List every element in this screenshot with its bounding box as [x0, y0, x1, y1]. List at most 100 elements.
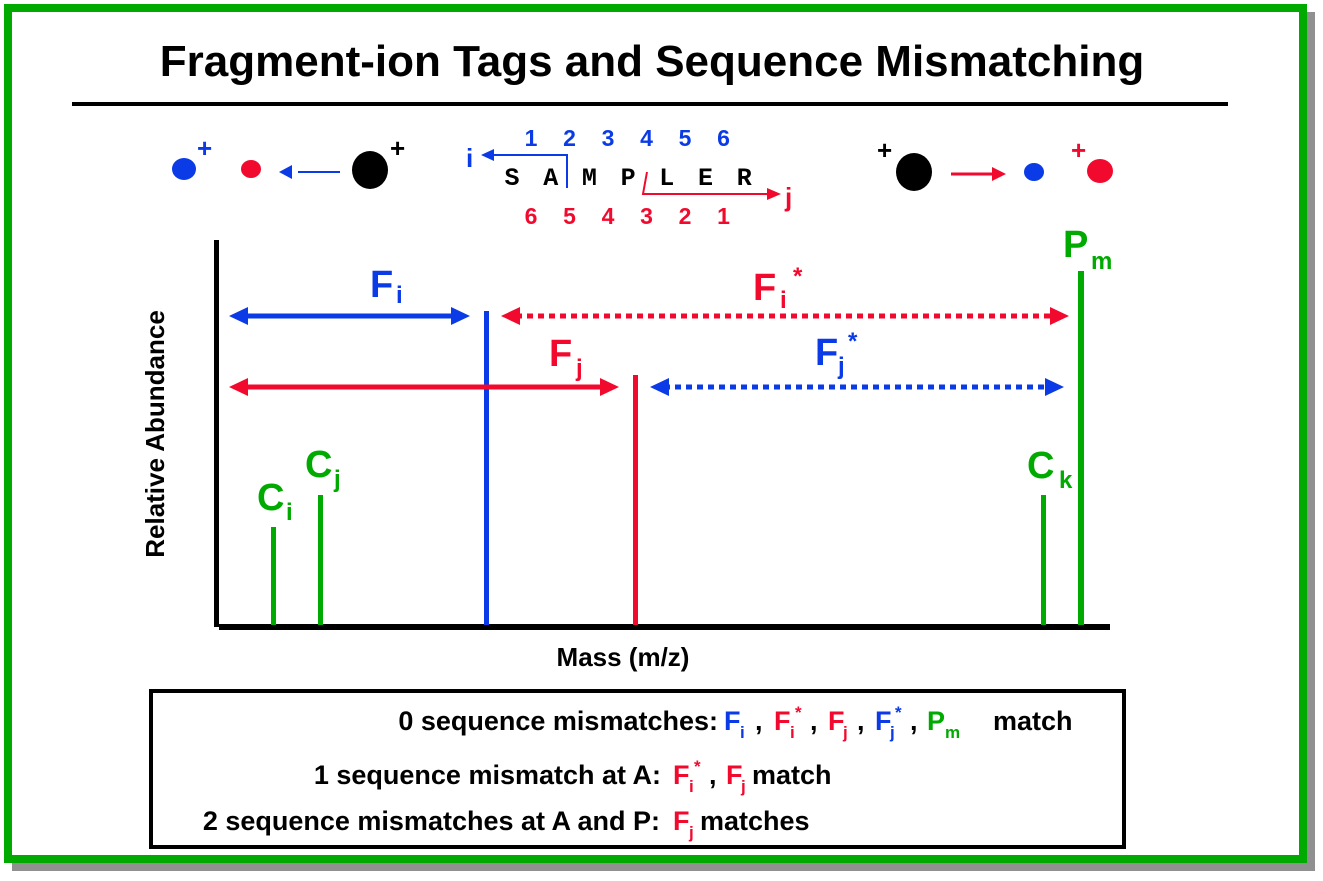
j-cleavage-number: 2 — [679, 203, 692, 229]
i-cleavage-number: 2 — [563, 125, 576, 151]
label-ck-sub: k — [1059, 467, 1073, 494]
y-axis-label: Relative Abundance — [140, 310, 170, 558]
label-cj-sub: j — [333, 466, 341, 493]
legend-fi-sub: i — [740, 723, 745, 742]
i-cleavage-bracket — [490, 154, 568, 188]
peak-pm — [1078, 271, 1084, 625]
legend-row-2-suffix: matches — [700, 806, 810, 836]
legend-fistar-sub: i — [689, 777, 694, 796]
page-title: Fragment-ion Tags and Sequence Mismatchi… — [160, 37, 1144, 86]
red-charged-fragment-icon — [1087, 159, 1113, 183]
left-precursor-icon — [352, 151, 388, 189]
red-charge-sign: + — [1071, 135, 1086, 165]
legend-row-0-prefix: 0 sequence mismatches: — [398, 706, 718, 736]
range-fj-star-sub: j — [837, 353, 845, 380]
j-cleavage-number: 5 — [563, 203, 576, 229]
legend-fj-main: F — [726, 760, 743, 790]
range-fj-right-head-icon — [600, 378, 619, 396]
label-pm-main: P — [1063, 224, 1088, 266]
legend-fj-sub: j — [842, 723, 848, 742]
x-axis — [219, 624, 1110, 630]
legend-comma: , — [755, 706, 763, 736]
legend-fj-sub: j — [740, 777, 746, 796]
legend-comma: , — [709, 760, 717, 790]
legend-fistar-asterisk: * — [795, 703, 802, 722]
legend-fistar-sub: i — [790, 723, 795, 742]
i-cleavage-number: 6 — [717, 125, 730, 151]
range-fj-left-head-icon — [229, 378, 248, 396]
left-fragmentation: + + — [172, 133, 405, 189]
range-fi-star-left-head-icon — [501, 307, 520, 325]
legend-row-2: 2 sequence mismatches at A and P: F j ma… — [203, 806, 810, 842]
label-ck: C k — [1027, 445, 1073, 494]
i-arrow-head-icon — [481, 149, 494, 161]
frame-shadow-right — [1307, 12, 1315, 871]
range-fi-sub: i — [396, 282, 403, 309]
peak-fj — [633, 375, 638, 625]
legend-fi-main: F — [724, 706, 741, 736]
range-fj: F j — [229, 333, 619, 396]
legend-row-0: 0 sequence mismatches: F i , F i * , F j… — [398, 703, 1072, 742]
legend-fjstar-main: F — [875, 706, 892, 736]
j-cleavage-number: 3 — [640, 203, 653, 229]
label-ck-main: C — [1027, 445, 1054, 487]
legend-fj-sub: j — [688, 823, 694, 842]
range-fj-sub: j — [575, 355, 583, 382]
sequence-letter: M — [582, 164, 597, 193]
i-label: i — [466, 143, 473, 173]
legend-fistar-main: F — [774, 706, 791, 736]
sequence-letter: E — [698, 164, 713, 193]
blue-neutral-fragment-icon — [1024, 163, 1044, 181]
range-fj-star-asterisk: * — [848, 328, 858, 355]
peak-cj — [318, 495, 323, 625]
right-arrow-head-icon — [992, 167, 1006, 181]
j-cleavage-number: 1 — [717, 203, 730, 229]
i-cleavage-number: 1 — [525, 125, 538, 151]
legend-comma: , — [810, 706, 818, 736]
j-arrow-head-icon — [767, 188, 781, 200]
legend-fj-main: F — [673, 806, 690, 836]
legend-fjstar-sub: j — [889, 723, 895, 742]
range-fi-star-sub: i — [780, 287, 787, 314]
frame-shadow-bottom — [12, 863, 1315, 871]
legend-comma: , — [857, 706, 865, 736]
blue-charge-sign: + — [197, 133, 212, 163]
y-axis — [214, 240, 219, 627]
j-label: j — [784, 182, 792, 212]
legend-row-2-prefix: 2 sequence mismatches at A and P: — [203, 806, 660, 836]
legend-row-0-suffix: match — [993, 706, 1073, 736]
j-cleavage-number: 6 — [525, 203, 538, 229]
legend-comma: , — [910, 706, 918, 736]
j-cleavage-bracket — [641, 171, 768, 195]
title-underline — [72, 102, 1228, 106]
label-cj-main: C — [305, 444, 332, 486]
sequence-letter: L — [659, 164, 674, 193]
i-cleavage-number: 3 — [602, 125, 615, 151]
range-fi-star-label: F — [753, 267, 776, 309]
label-ci-main: C — [257, 477, 284, 519]
label-pm-sub: m — [1091, 248, 1112, 275]
label-pm: P m — [1063, 224, 1112, 275]
legend-row-1: 1 sequence mismatch at A: F i * , F j ma… — [314, 757, 832, 796]
blue-charged-fragment-icon — [172, 158, 196, 180]
range-fi-star-asterisk: * — [793, 263, 803, 290]
legend-fjstar-asterisk: * — [895, 703, 902, 722]
sequence-letter: P — [621, 164, 636, 193]
right-fragmentation: + + — [877, 135, 1113, 191]
legend-pm-sub: m — [945, 723, 960, 742]
sequence-letter: R — [737, 164, 752, 193]
label-ci: C i — [257, 477, 293, 526]
legend-box — [149, 689, 1126, 849]
legend-row-1-suffix: match — [752, 760, 832, 790]
range-fi-star: F i * — [501, 263, 1069, 325]
legend-fj-main: F — [828, 706, 845, 736]
peak-ci — [271, 527, 276, 625]
red-neutral-fragment-icon — [241, 160, 261, 178]
range-fi: F i — [229, 264, 470, 325]
legend-fistar-main: F — [673, 760, 690, 790]
j-cleavage-number: 4 — [602, 203, 615, 229]
label-ci-sub: i — [286, 499, 293, 526]
